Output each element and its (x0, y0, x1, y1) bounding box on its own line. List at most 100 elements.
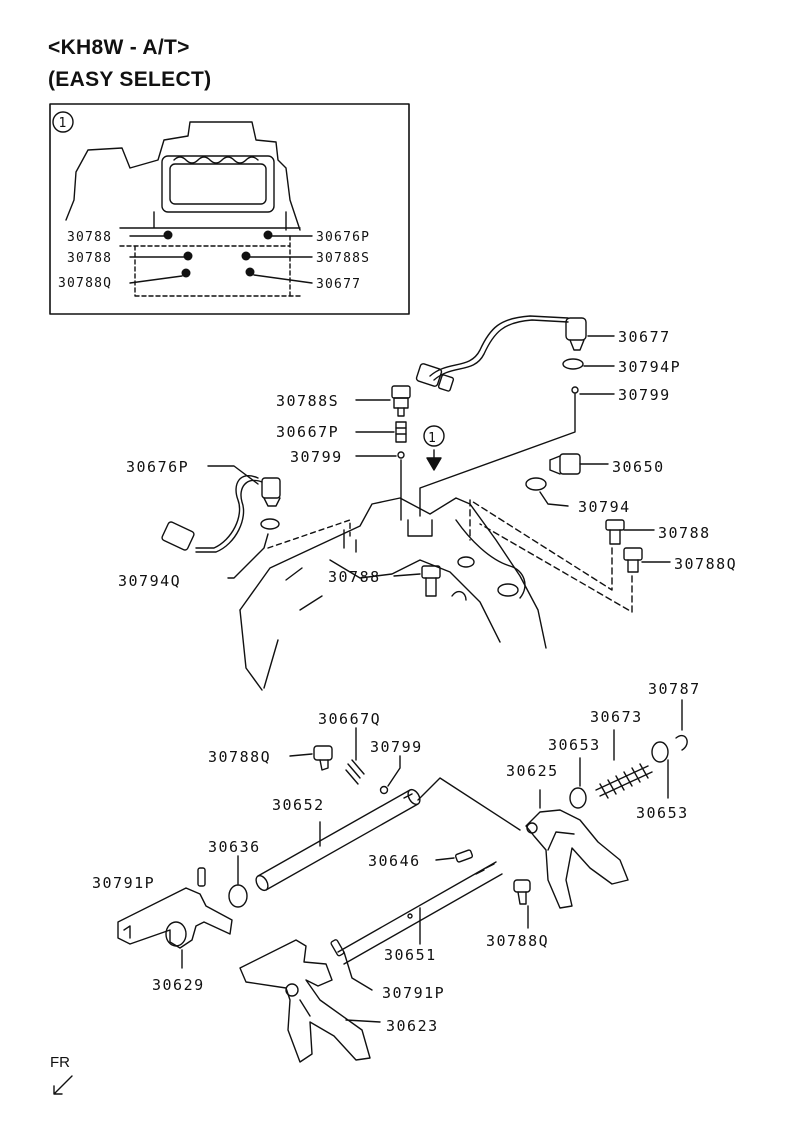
fork-30625-detail (547, 831, 575, 851)
washer-30653-right (651, 741, 669, 763)
label-30791P-left: 30791P (92, 874, 155, 892)
pin-30646 (454, 849, 474, 863)
connector-30677-plug (437, 374, 455, 392)
label-30651: 30651 (384, 946, 437, 964)
label-30788Q-low: 30788Q (486, 932, 549, 950)
housing-left (239, 609, 279, 691)
bolt-30788Q-right (623, 547, 643, 561)
bolt-30788Q-low-shank (517, 891, 527, 905)
bolt-30788-right-shank (609, 529, 621, 545)
inset-label-30677: 30677 (316, 277, 361, 292)
label-30788S: 30788S (276, 392, 339, 410)
leader-30646 (435, 857, 455, 861)
washer-30653-left (569, 787, 587, 809)
label-30799-mid: 30799 (290, 448, 343, 466)
bolt-30788S-shank (397, 407, 405, 417)
bolt-30788-center (421, 565, 441, 579)
valve-body-edge (173, 156, 259, 164)
ball-30799-top (571, 386, 579, 394)
label-30653-top: 30653 (548, 736, 601, 754)
label-30799-top: 30799 (618, 386, 671, 404)
housing-dashed (119, 235, 301, 297)
housing-ribs (343, 529, 357, 553)
oring-30794P (562, 358, 584, 370)
label-30652: 30652 (272, 796, 325, 814)
harness-30677-wire-b (433, 319, 569, 381)
leader-30799-low (387, 755, 401, 787)
leader-30794Q (227, 533, 269, 579)
label-30667Q: 30667Q (318, 710, 381, 728)
inset-dot-30677 (245, 267, 255, 277)
bolt-30788Q-mid-shank (319, 759, 329, 771)
inset-frame (49, 103, 410, 315)
lever-30629-bore (165, 921, 187, 947)
leader-30676P (207, 465, 259, 485)
inset-dot-30788S (241, 251, 251, 261)
leader-30794 (539, 491, 569, 507)
label-30788Q-mid: 30788Q (208, 748, 271, 766)
pin-30667Q (345, 759, 365, 785)
label-30788Q-right: 30788Q (674, 555, 737, 573)
bushing-30636 (228, 884, 248, 908)
housing-mid (329, 559, 501, 643)
label-30673: 30673 (590, 708, 643, 726)
oring-30794 (525, 477, 547, 491)
fork-30623-detail (299, 999, 381, 1023)
label-30799-low: 30799 (370, 738, 423, 756)
inset-dot-30788Q (181, 268, 191, 278)
shaft-30652-notch (403, 793, 413, 799)
label-30787: 30787 (648, 680, 701, 698)
inset-label-30788b: 30788 (67, 251, 112, 266)
bolt-30788Q-low (513, 879, 531, 893)
leader-30788-center (393, 573, 421, 577)
leader-30625-link (417, 777, 521, 831)
inset-detail: 1 30788 30788 30788Q 30676P 30788S 30677 (49, 103, 410, 315)
shaft-30652-end (255, 874, 269, 892)
harness-30676P-wire-b (195, 479, 263, 553)
inset-marker-circle (52, 111, 74, 133)
transmission-outline (65, 121, 301, 231)
bolt-30788Q-mid (313, 745, 333, 761)
shaft-30651-hole (407, 913, 413, 919)
sensor-30676P-tip (263, 497, 281, 507)
solenoid-30650-tip (549, 455, 561, 475)
shaft-30651 (337, 861, 503, 965)
inset-label-30788S: 30788S (316, 251, 370, 266)
housing-detail (285, 567, 323, 611)
label-30650: 30650 (612, 458, 665, 476)
snapring-30787 (675, 734, 688, 751)
fork-30623 (239, 939, 371, 1063)
label-30625: 30625 (506, 762, 559, 780)
solenoid-30650-icon (559, 453, 581, 475)
page-title: <KH8W - A/T> (48, 36, 190, 59)
bolt-30788Q-right-shank (627, 559, 639, 573)
ball-30799-mid (397, 451, 405, 459)
pin-30791P-bottom (330, 939, 345, 957)
label-30788-right: 30788 (658, 524, 711, 542)
fork-30623-boss (285, 983, 299, 997)
shaft-30652-end-b (407, 788, 421, 806)
leaders-dashed-right (469, 499, 633, 613)
leader-30788Q-mid (289, 753, 313, 757)
inset-label-30788a: 30788 (67, 230, 112, 245)
bolt-30788-center-shank (425, 577, 437, 597)
label-30636: 30636 (208, 838, 261, 856)
leader-30653 (579, 757, 669, 799)
fork-30625 (525, 809, 629, 909)
label-30629: 30629 (152, 976, 205, 994)
label-30676P: 30676P (126, 458, 189, 476)
sensor-30677-icon (565, 317, 587, 341)
connector-30677 (415, 363, 443, 387)
harness-30676P-wire (195, 475, 259, 549)
lever-30629 (117, 887, 233, 949)
spring-30673 (595, 763, 653, 799)
label-30788-center: 30788 (328, 568, 381, 586)
label-30677: 30677 (618, 328, 671, 346)
inset-dot-30788b (183, 251, 193, 261)
label-30667P: 30667P (276, 423, 339, 441)
leader-30791P-bottom (343, 951, 373, 991)
pin-30667P (395, 421, 407, 443)
bolt-hole-center (451, 590, 467, 601)
sensor-30676P-icon (261, 477, 281, 499)
